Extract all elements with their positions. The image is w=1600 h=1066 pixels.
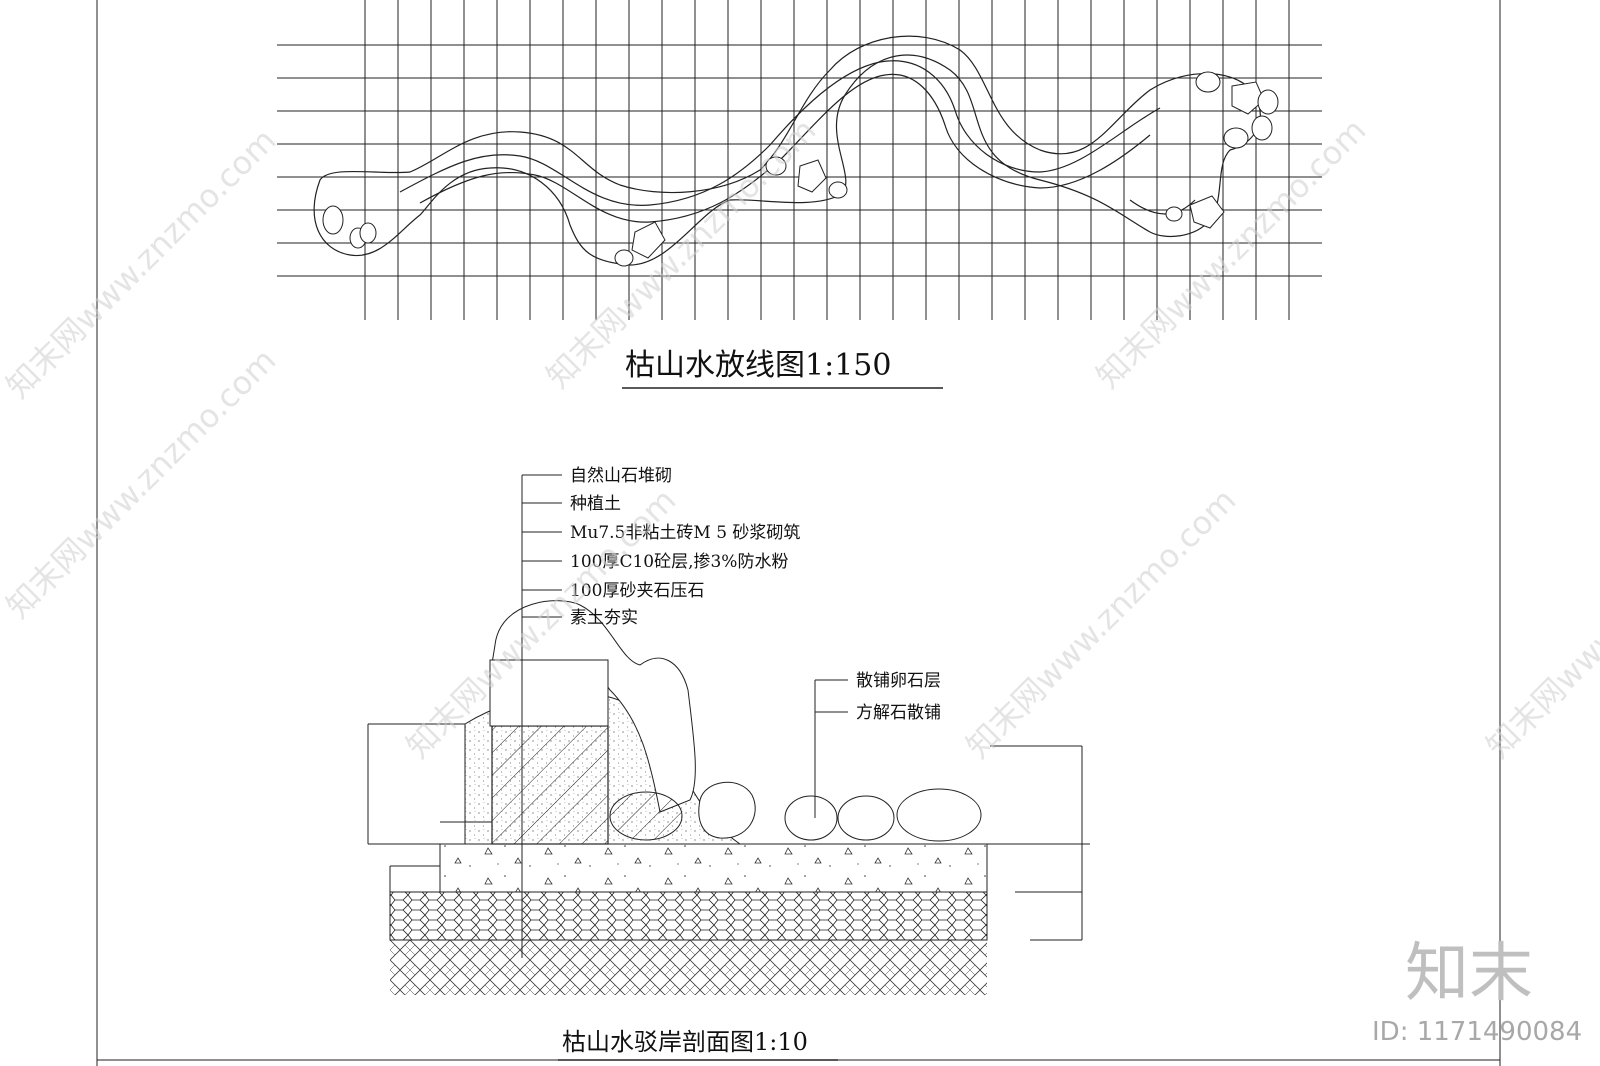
section-title: 枯山水驳岸剖面图1:10 xyxy=(562,1028,808,1056)
note-gravel: 100厚砂夹石压石 xyxy=(570,581,704,601)
boulder-left xyxy=(609,791,683,841)
watermarks: 知末网www.znzmo.com 知末网www.znzmo.com 知末网www… xyxy=(0,111,1600,766)
note-planting-soil: 种植土 xyxy=(570,494,621,514)
gravel-layer xyxy=(389,891,988,941)
note-calcite: 方解石散铺 xyxy=(856,703,941,723)
pebbles xyxy=(784,788,982,842)
dimension-lines-left xyxy=(367,723,492,892)
boulder-middle xyxy=(698,781,756,839)
plan-title: 枯山水放线图1:150 xyxy=(625,348,891,383)
leader-lines-left xyxy=(521,474,562,958)
watermark-text: 知末网www.znzmo.com xyxy=(959,481,1243,766)
compacted-soil-layer xyxy=(390,940,987,995)
brick-wall xyxy=(491,725,609,845)
watermark-id: ID: 1171490084 xyxy=(1372,1017,1582,1047)
note-compacted-soil: 素土夯实 xyxy=(570,608,638,628)
note-brick: Mu7.5非粘土砖M 5 砂浆砌筑 xyxy=(570,523,800,543)
watermark-text: 知末网www.znzmo.com xyxy=(1089,111,1374,396)
dimension-lines-right xyxy=(990,745,1083,941)
note-pebbles: 散铺卵石层 xyxy=(856,671,941,691)
section-notes-left: 自然山石堆砌 种植土 Mu7.5非粘土砖M 5 砂浆砌筑 100厚C10砼层,掺… xyxy=(570,466,800,628)
plan-stones xyxy=(322,71,1279,267)
note-rock: 自然山石堆砌 xyxy=(570,466,672,486)
watermark-logo: 知末 xyxy=(1405,937,1533,1011)
note-concrete: 100厚C10砼层,掺3%防水粉 xyxy=(570,552,788,572)
natural-rock-tall xyxy=(489,600,696,813)
leader-lines-right xyxy=(814,679,848,818)
concrete-layer xyxy=(439,843,988,893)
plan-dry-stream-outline xyxy=(313,35,1261,266)
rock-base-block xyxy=(489,659,609,727)
watermark-text: 知末网www.znzmo.com xyxy=(1479,481,1600,766)
section-notes-right: 散铺卵石层 方解石散铺 xyxy=(856,671,941,723)
